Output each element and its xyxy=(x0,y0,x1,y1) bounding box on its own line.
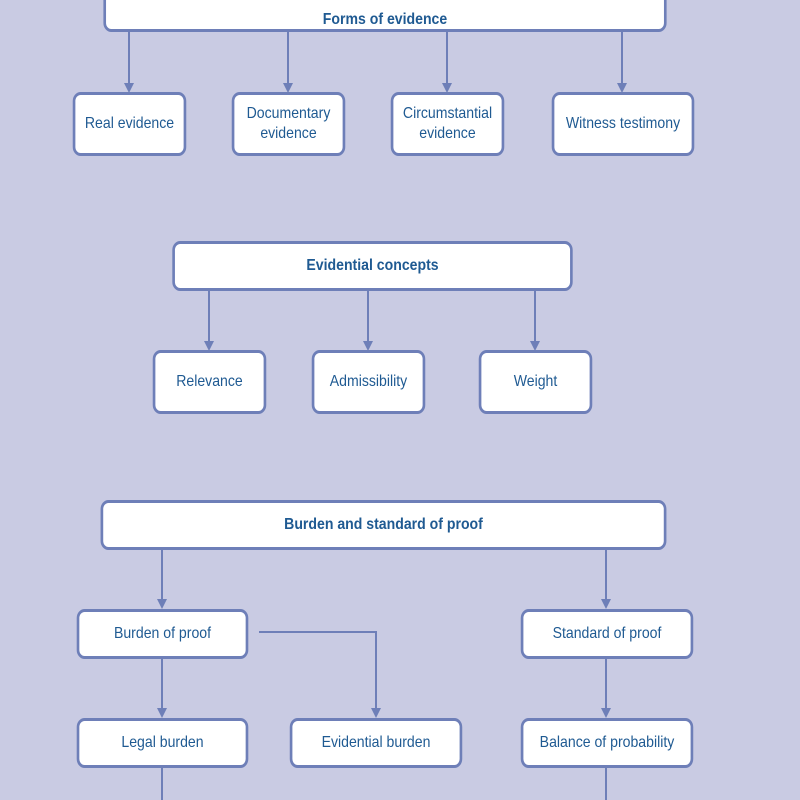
forms-of-evidence-box: Forms of evidence xyxy=(103,0,667,32)
real-evidence-box: Real evidence xyxy=(72,92,187,156)
circumstantial-evidence-box: Circumstantial evidence xyxy=(390,92,505,156)
weight-box: Weight xyxy=(478,350,593,414)
witness-testimony-box: Witness testimony xyxy=(551,92,695,156)
admissibility-box: Admissibility xyxy=(311,350,426,414)
burden-of-proof-box: Burden of proof xyxy=(76,609,249,659)
legal-burden-box: Legal burden xyxy=(76,718,249,768)
standard-of-proof-box: Standard of proof xyxy=(520,609,694,659)
burden-and-standard-box: Burden and standard of proof xyxy=(100,500,667,550)
documentary-evidence-box: Documentary evidence xyxy=(231,92,346,156)
arrow-burden-of-proof-to-evidential xyxy=(259,631,381,718)
evidential-concepts-box: Evidential concepts xyxy=(172,241,573,291)
balance-of-probability-box: Balance of probability xyxy=(520,718,694,768)
forms-of-evidence-title: Forms of evidence xyxy=(322,11,448,28)
evidential-burden-box: Evidential burden xyxy=(289,718,463,768)
relevance-box: Relevance xyxy=(152,350,267,414)
